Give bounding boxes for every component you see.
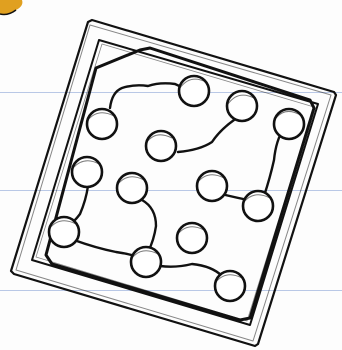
path-line: [142, 200, 156, 252]
node[interactable]: [177, 223, 207, 253]
node[interactable]: [243, 191, 273, 221]
node[interactable]: [197, 171, 227, 201]
node[interactable]: [179, 76, 209, 106]
node[interactable]: [117, 173, 147, 203]
node[interactable]: [49, 217, 79, 247]
node[interactable]: [87, 109, 117, 139]
path-line: [110, 83, 188, 108]
outer-frame: [11, 20, 336, 346]
node[interactable]: [131, 247, 161, 277]
node[interactable]: [274, 109, 304, 139]
node[interactable]: [215, 271, 245, 301]
node[interactable]: [72, 157, 102, 187]
node[interactable]: [146, 131, 176, 161]
